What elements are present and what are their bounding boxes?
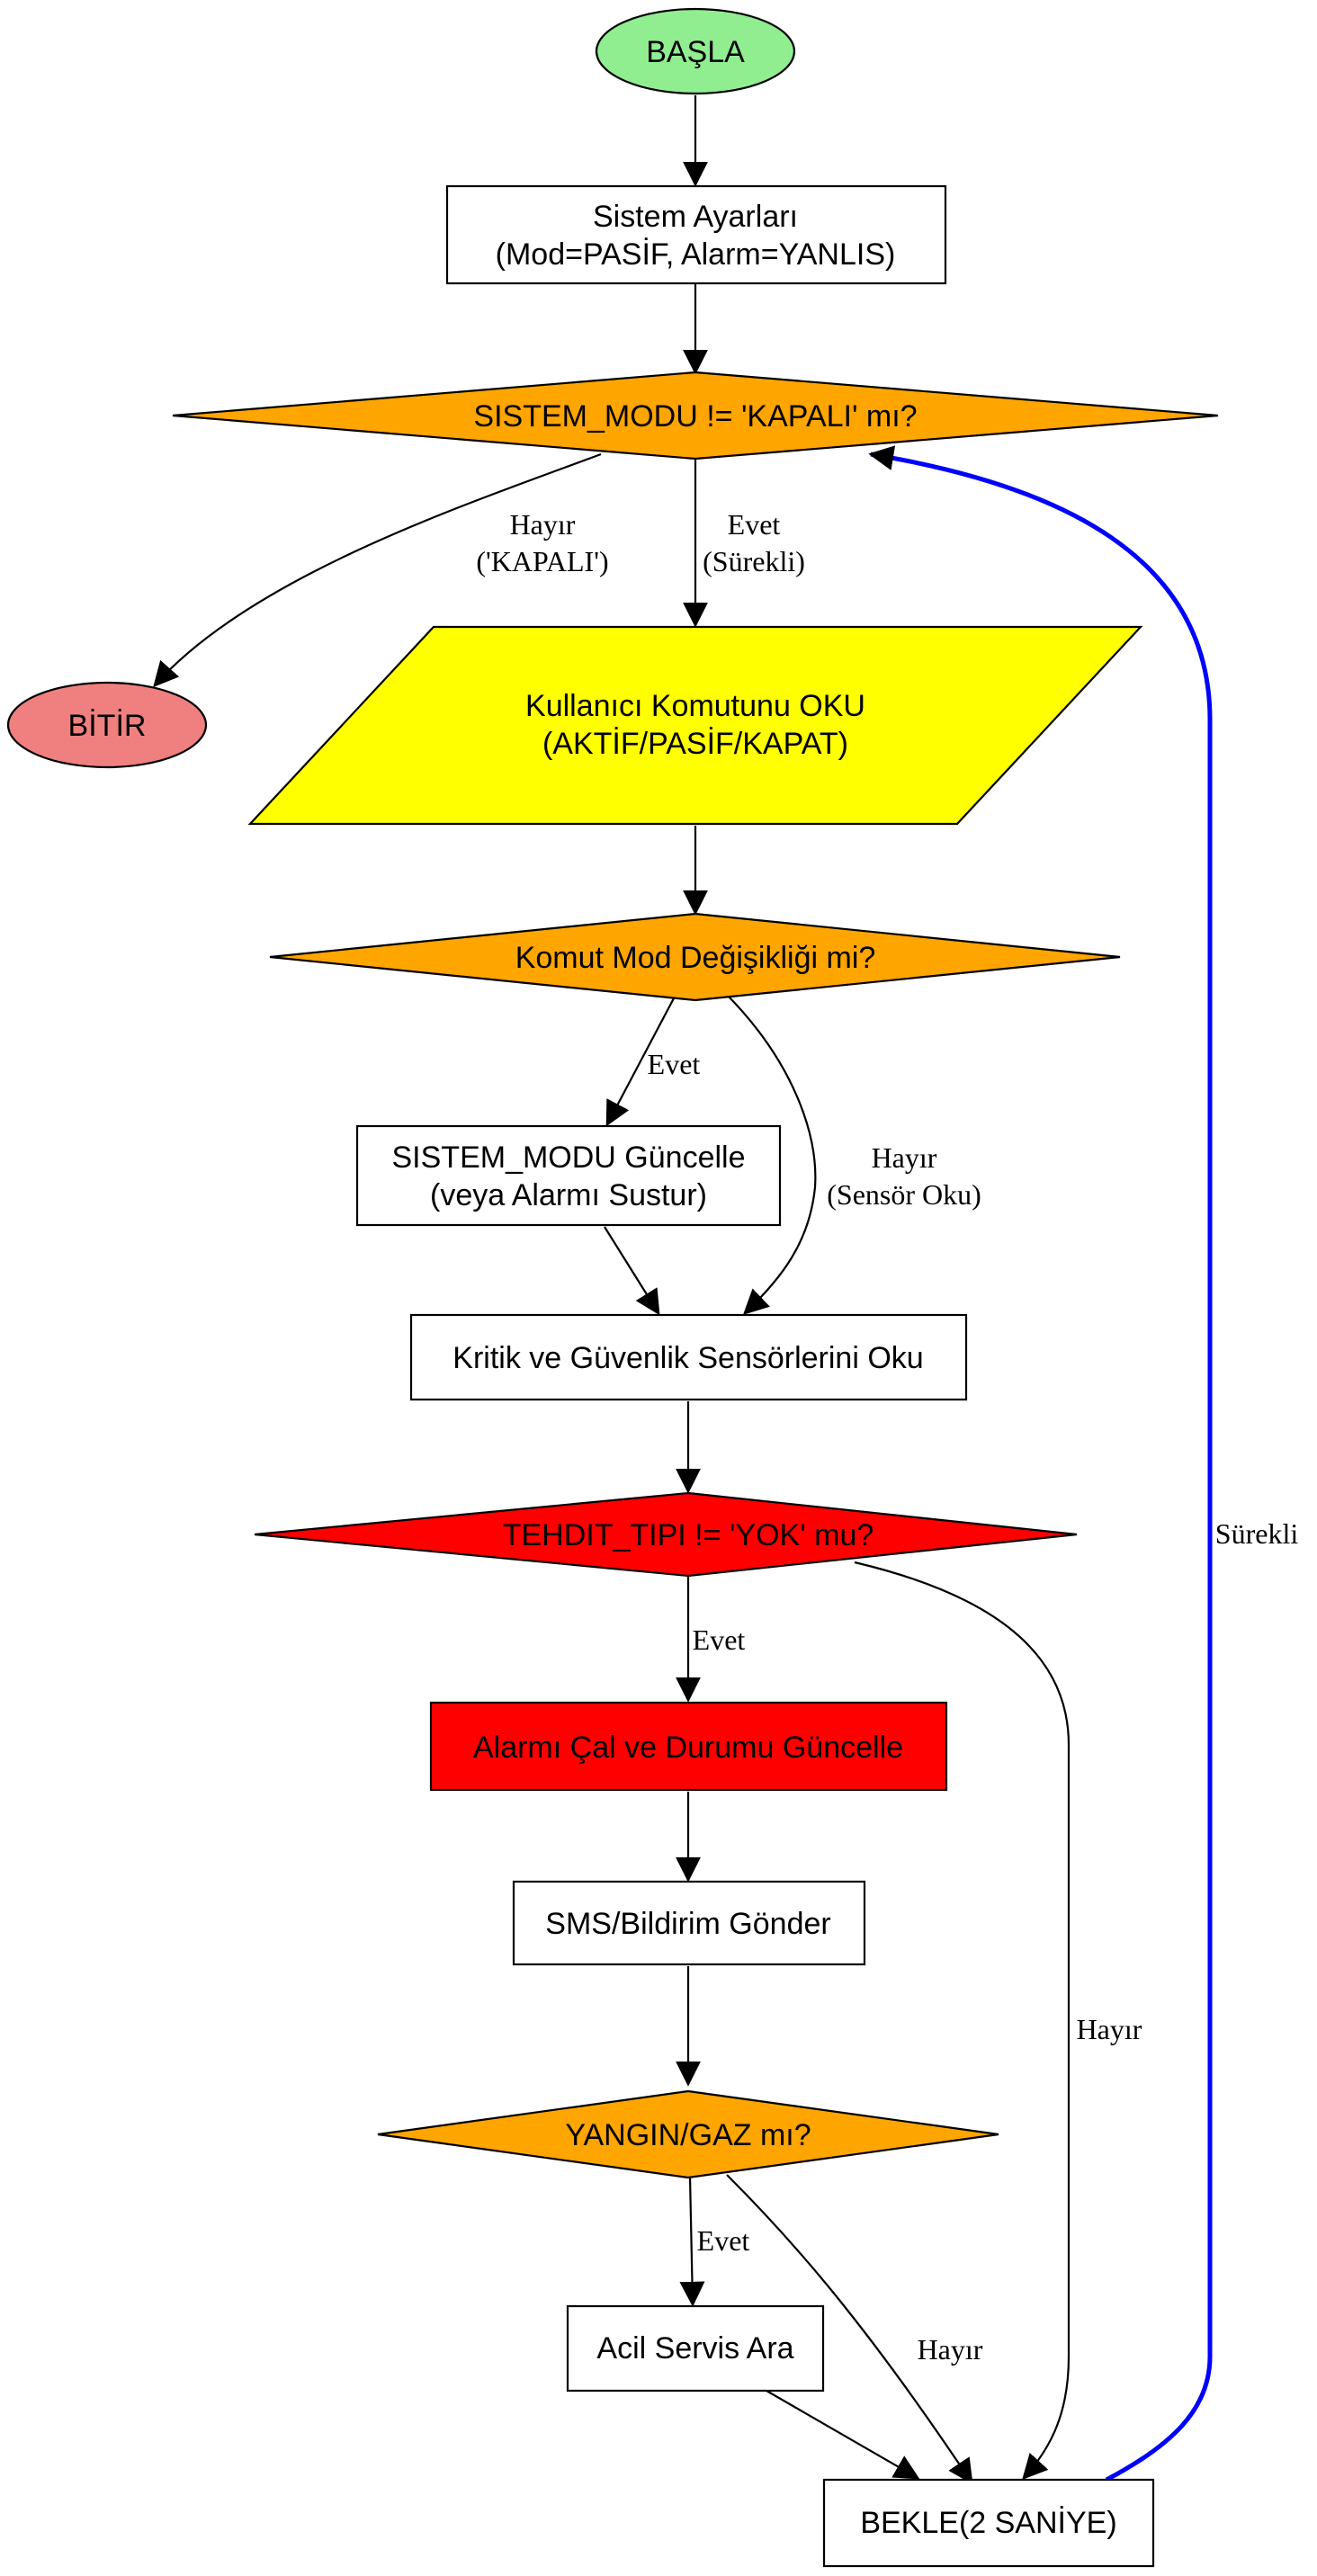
node-read-cmd-line2: (AKTİF/PASİF/KAPAT) [542, 727, 848, 761]
edge-wait-mode-check-loop [868, 445, 1213, 2482]
node-cmd-change-shape [269, 912, 1121, 1002]
node-update-mode: SISTEM_MODU Güncelle (veya Alarmı Sustur… [355, 1124, 782, 1227]
node-wait: BEKLE(2 SANİYE) [822, 2478, 1155, 2568]
node-mode-check: SISTEM_MODU != 'KAPALI' mı? [172, 371, 1219, 461]
node-read-sensors: Kritik ve Güvenlik Sensörlerini Oku [409, 1313, 968, 1401]
node-read-cmd: Kullanıcı Komutunu OKU (AKTİF/PASİF/KAPA… [247, 625, 1143, 826]
edge-label-mode-no-line2: ('KAPALI') [476, 545, 608, 577]
node-sms-shape [512, 1880, 866, 1966]
node-start-shape [595, 7, 796, 95]
node-alarm-shape [429, 1701, 948, 1792]
node-call-label: Acil Servis Ara [596, 2331, 793, 2366]
node-read-cmd-line1: Kullanıcı Komutunu OKU [525, 689, 865, 723]
node-threat-check: TEHDIT_TIPI != 'YOK' mu? [254, 1491, 1078, 1578]
edge-label-loop: Sürekli [1215, 1517, 1299, 1550]
edge-label-threat-yes: Evet [693, 1623, 746, 1656]
node-wait-shape [822, 2478, 1155, 2568]
node-start: BAŞLA [595, 7, 796, 95]
node-end-label: BİTİR [68, 709, 147, 743]
edge-label-mode-yes-line2: (Sürekli) [703, 545, 805, 577]
edge-mode-check-end [153, 452, 602, 688]
node-start-label: BAŞLA [646, 35, 745, 69]
node-settings-line1: Sistem Ayarları [593, 200, 798, 234]
node-update-mode-shape [355, 1124, 782, 1227]
node-sms: SMS/Bildirim Gönder [512, 1880, 866, 1966]
node-settings: Sistem Ayarları (Mod=PASİF, Alarm=YANLIS… [445, 184, 947, 285]
edges [153, 95, 1213, 2485]
node-mode-check-shape [172, 371, 1219, 461]
edge-update-mode-read-sensors [604, 1226, 660, 1316]
edge-call-wait [766, 2390, 920, 2480]
edge-labels: Hayır ('KAPALI') Evet (Sürekli) Evet Hay… [476, 508, 1298, 2366]
node-alarm-label: Alarmı Çal ve Durumu Güncelle [473, 1731, 903, 1765]
node-threat-check-label: TEHDIT_TIPI != 'YOK' mu? [503, 1518, 874, 1552]
edge-label-cmd-yes: Evet [648, 1048, 701, 1080]
node-end: BİTİR [6, 681, 208, 769]
node-sms-label: SMS/Bildirim Gönder [545, 1907, 830, 1941]
node-settings-shape [445, 184, 947, 285]
edge-fire-check-wait [726, 2174, 973, 2485]
edge-cmd-change-update-mode [605, 996, 676, 1127]
node-read-sensors-shape [409, 1313, 968, 1401]
edge-label-mode-yes-line1: Evet [728, 508, 781, 541]
node-end-shape [6, 681, 208, 769]
node-wait-label: BEKLE(2 SANİYE) [860, 2506, 1116, 2540]
edge-label-threat-no: Hayır [1077, 2013, 1142, 2045]
node-fire-check-label: YANGIN/GAZ mı? [565, 2118, 811, 2152]
node-threat-check-shape [254, 1491, 1078, 1578]
edge-label-fire-yes: Evet [697, 2224, 750, 2257]
node-update-mode-line2: (veya Alarmı Sustur) [430, 1178, 707, 1212]
edge-label-fire-no: Hayır [918, 2333, 983, 2366]
edge-cmd-change-read-sensors [728, 996, 817, 1315]
node-call-shape [566, 2304, 825, 2393]
node-read-cmd-shape [247, 625, 1143, 826]
edge-fire-check-call [679, 2176, 705, 2307]
node-alarm: Alarmı Çal ve Durumu Güncelle [429, 1701, 948, 1792]
node-settings-line2: (Mod=PASİF, Alarm=YANLIS) [496, 237, 896, 272]
node-mode-check-label: SISTEM_MODU != 'KAPALI' mı? [473, 399, 917, 434]
edge-label-mode-no-line1: Hayır [510, 508, 576, 541]
node-call: Acil Servis Ara [566, 2304, 825, 2393]
node-read-sensors-label: Kritik ve Güvenlik Sensörlerini Oku [452, 1341, 923, 1375]
edge-threat-check-wait [854, 1561, 1071, 2481]
node-fire-check-shape [377, 2089, 999, 2179]
node-cmd-change-label: Komut Mod Değişikliği mi? [515, 941, 876, 975]
node-cmd-change: Komut Mod Değişikliği mi? [269, 912, 1121, 1002]
node-update-mode-line1: SISTEM_MODU Güncelle [392, 1140, 746, 1175]
node-fire-check: YANGIN/GAZ mı? [377, 2089, 999, 2179]
edge-label-cmd-no-line1: Hayır [872, 1141, 937, 1174]
edge-label-cmd-no-line2: (Sensör Oku) [827, 1178, 981, 1211]
